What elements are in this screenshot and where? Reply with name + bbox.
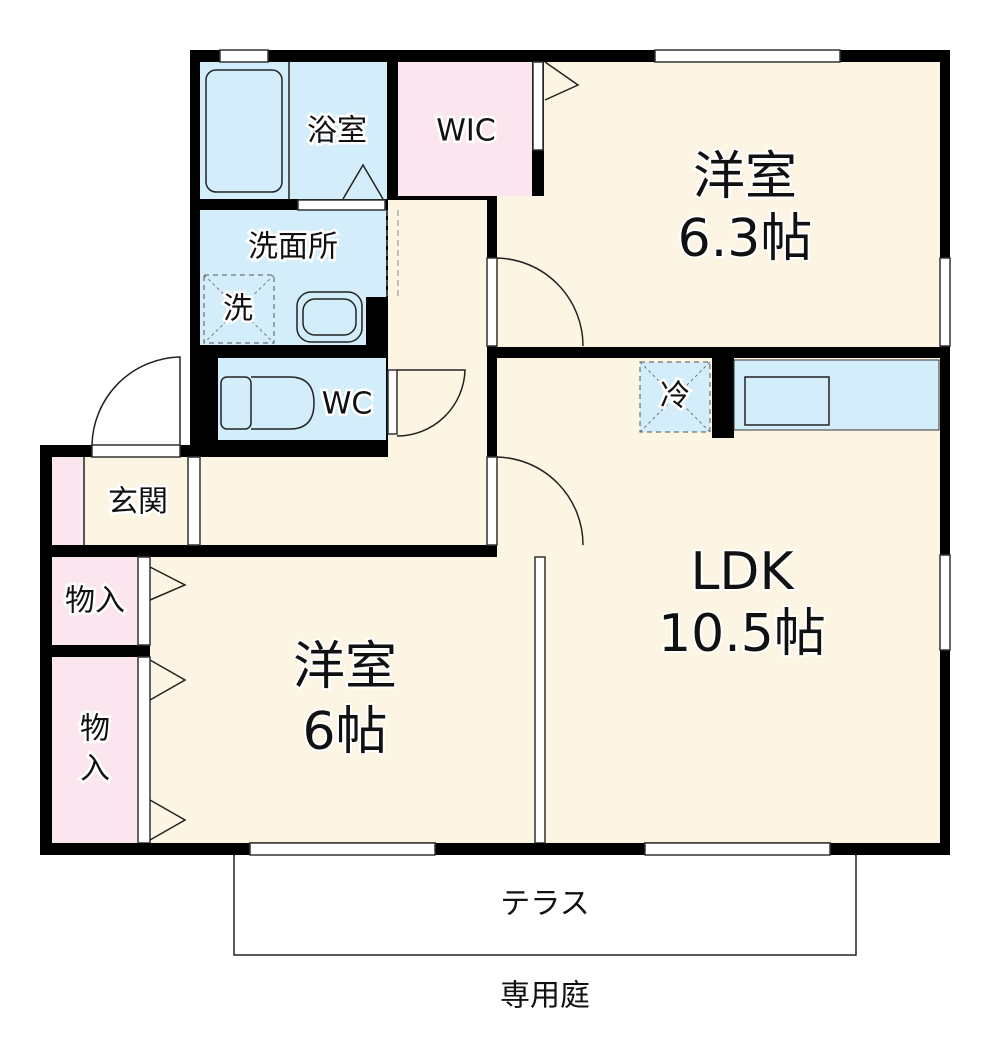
wc-door bbox=[387, 369, 398, 435]
ldk-floor bbox=[497, 358, 940, 843]
western-room-1-name: 洋室 bbox=[693, 147, 797, 207]
western-room-2-floor bbox=[150, 557, 535, 843]
western-room-2-name: 洋室 bbox=[293, 637, 397, 697]
washroom-label: 洗面所 bbox=[248, 230, 338, 265]
closet-1-floor bbox=[52, 557, 138, 645]
fridge-label: 冷 bbox=[660, 379, 690, 414]
toilet-icon bbox=[220, 376, 252, 430]
ldk-size: 10.5帖 bbox=[658, 604, 826, 664]
bathtub-icon bbox=[205, 69, 283, 193]
wic-label: WIC bbox=[436, 114, 495, 149]
wc-label: WC bbox=[322, 387, 373, 422]
sink-icon bbox=[296, 291, 363, 343]
ldk-name: LDK bbox=[690, 542, 795, 602]
shoe-box bbox=[52, 457, 84, 545]
entrance-label: 玄関 bbox=[108, 485, 168, 520]
closet-2-label-top: 物 bbox=[80, 712, 110, 747]
closet-1-label: 物入 bbox=[65, 584, 125, 619]
western-room-2-size: 6帖 bbox=[302, 702, 387, 762]
closet-2-floor bbox=[52, 657, 138, 843]
terrace-label: テラス bbox=[500, 887, 589, 922]
western-room-1-size: 6.3帖 bbox=[678, 209, 813, 269]
washer-space bbox=[203, 274, 275, 344]
private-garden-label: 専用庭 bbox=[500, 979, 590, 1014]
washroom-floor bbox=[200, 210, 386, 345]
washer-label: 洗 bbox=[223, 292, 253, 327]
wic-floor bbox=[398, 62, 532, 196]
closet-2-label-bottom: 入 bbox=[80, 752, 110, 787]
kitchen-counter bbox=[733, 359, 940, 431]
western-room-1-floor bbox=[544, 62, 940, 197]
bath-label: 浴室 bbox=[307, 114, 367, 149]
